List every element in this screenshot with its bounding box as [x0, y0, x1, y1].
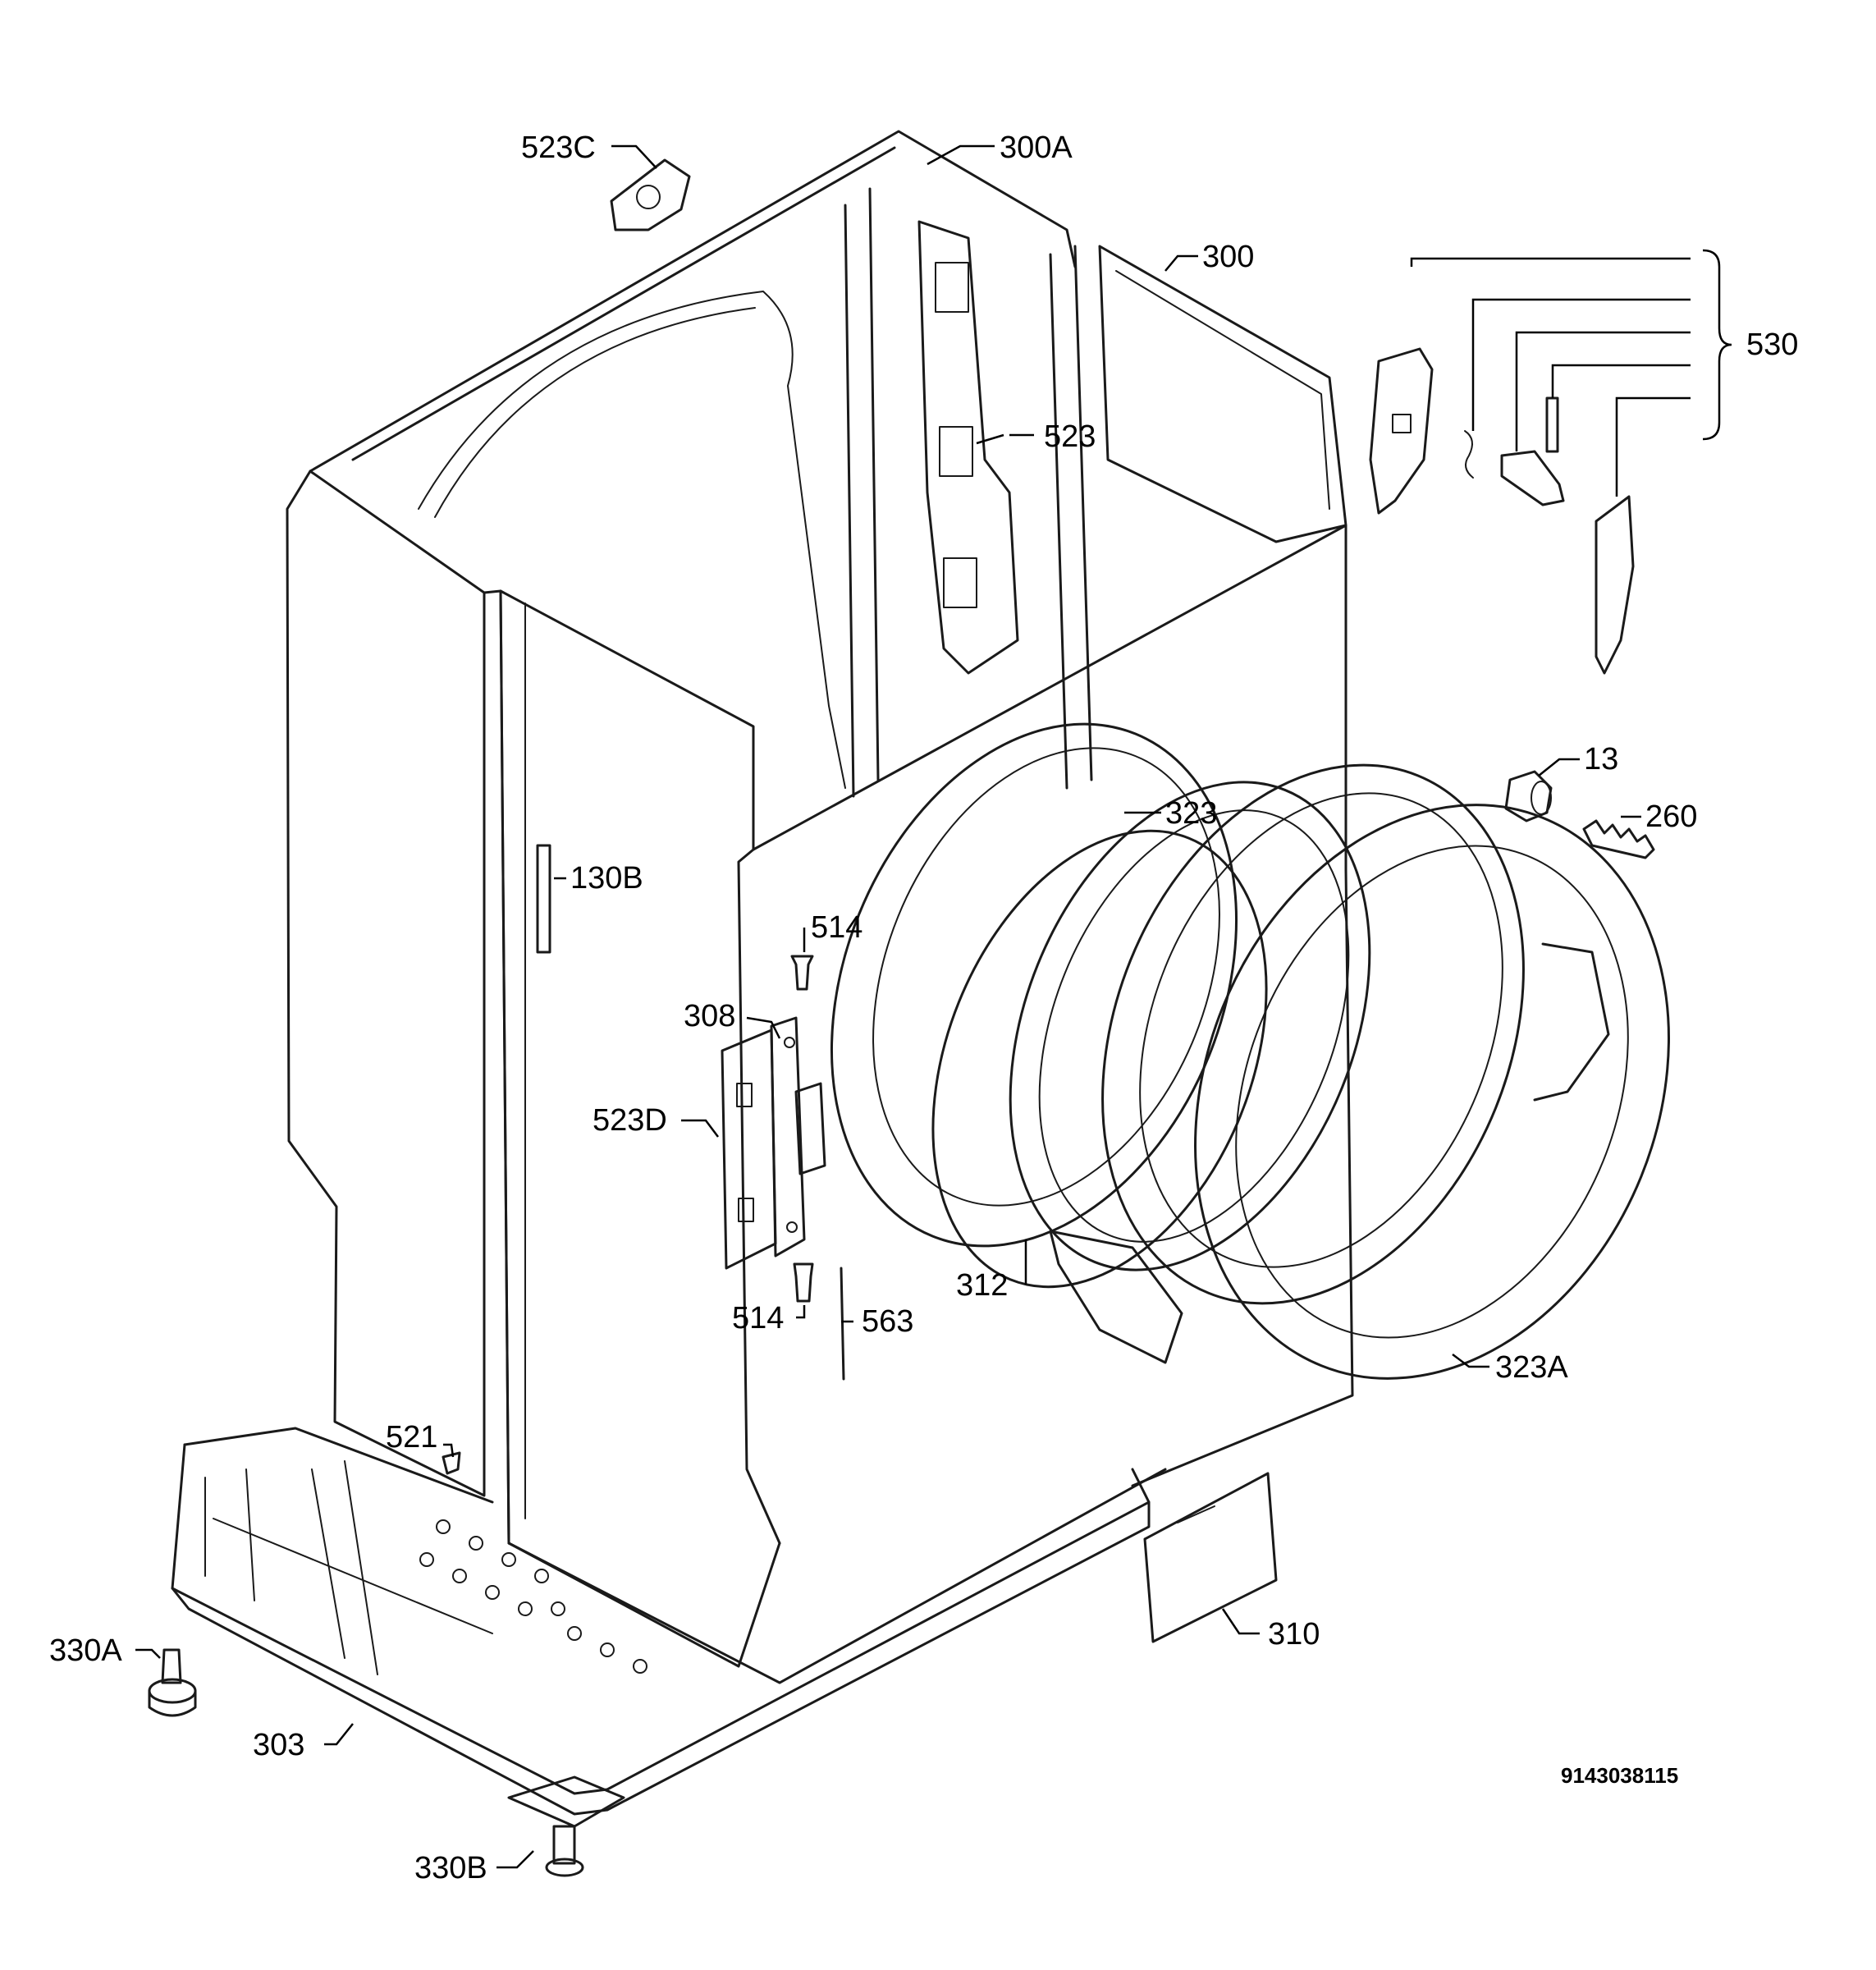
part-521-screw [442, 1451, 461, 1475]
label-323A: 323A [1495, 1350, 1568, 1385]
part-308-hinge [770, 1016, 826, 1258]
base-frame [171, 1427, 1151, 1816]
part-323-door-frame [1101, 763, 1525, 1305]
part-323-door-inner-ring [1009, 781, 1371, 1271]
label-530: 530 [1746, 328, 1798, 362]
label-523C: 523C [521, 131, 596, 165]
label-130B: 130B [570, 861, 643, 896]
label-300: 300 [1202, 240, 1254, 274]
part-labels: 523C 300A 300 530 523 13 323 260 130B 51… [49, 131, 1798, 1885]
part-323A-door-outer [1194, 804, 1670, 1380]
part-312-glass-ring [931, 829, 1268, 1364]
part-260-spring [1582, 819, 1655, 859]
part-130B-strip [536, 844, 551, 954]
label-563: 563 [862, 1304, 913, 1339]
label-310: 310 [1268, 1617, 1320, 1652]
label-308: 308 [684, 999, 735, 1033]
part-530-lock-assembly [1369, 347, 1635, 675]
label-330B: 330B [414, 1851, 487, 1885]
part-563-rod [840, 1267, 845, 1381]
label-260: 260 [1645, 799, 1697, 834]
part-330A-foot [148, 1648, 197, 1717]
label-514-bottom: 514 [732, 1301, 784, 1335]
part-523D-bracket [721, 1029, 777, 1270]
label-303: 303 [253, 1728, 304, 1762]
part-514-screw-bottom [793, 1262, 814, 1303]
label-300A: 300A [1000, 131, 1073, 165]
label-323: 323 [1165, 796, 1217, 831]
part-514-screw-top [790, 955, 814, 991]
part-523C-clip [610, 158, 691, 231]
base-vent-holes [419, 1519, 647, 1674]
label-523: 523 [1044, 419, 1096, 454]
part-310-filter-cover [1143, 1472, 1278, 1643]
cabinet-body [286, 130, 1354, 1684]
label-514-top: 514 [811, 910, 863, 945]
label-521: 521 [386, 1420, 437, 1455]
label-523D: 523D [593, 1103, 667, 1138]
label-13: 13 [1584, 742, 1618, 777]
label-312: 312 [956, 1268, 1008, 1303]
document-id: 9143038115 [1561, 1763, 1678, 1788]
leader-lines [135, 144, 1732, 1869]
part-330B-foot [507, 1775, 625, 1877]
label-330A: 330A [49, 1633, 122, 1668]
